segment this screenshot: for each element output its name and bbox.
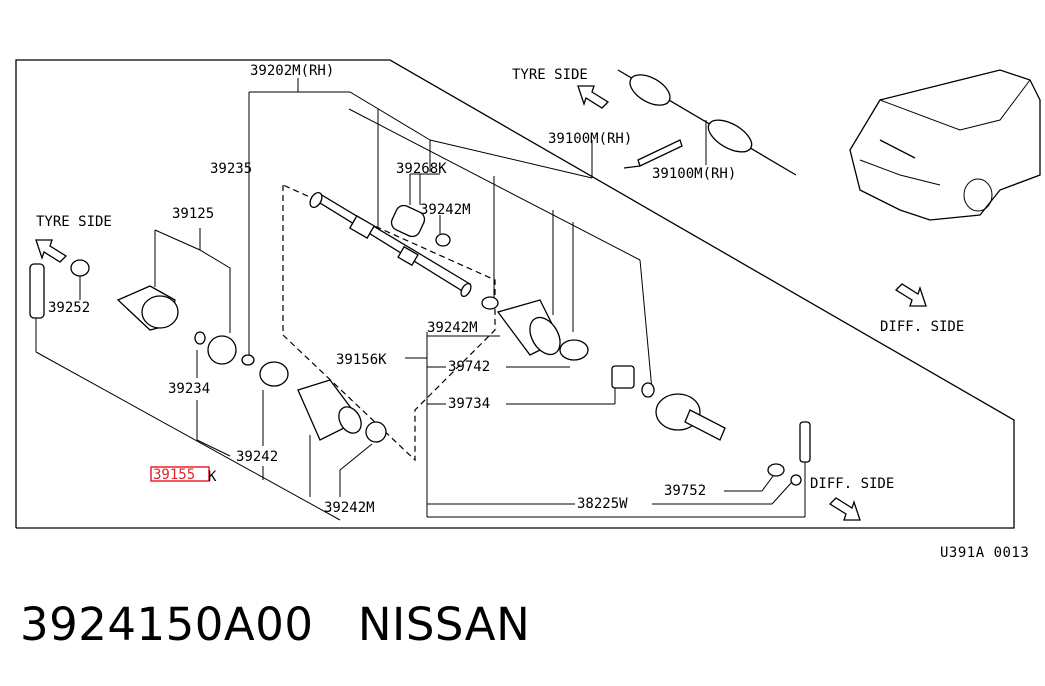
label-39155k-highlight [150,466,210,482]
outer-boot [259,361,387,443]
label-39752: 39752 [664,483,706,499]
label-39242: 39242 [236,449,278,465]
label-39268k: 39268K [396,161,447,177]
inner-boot [481,296,589,361]
label-39242m-a: 39242M [420,202,471,218]
label-39100m-a: 39100M(RH) [548,131,632,147]
label-diff-side-bottom: DIFF. SIDE [810,476,894,492]
tyre-side-arrow-left [35,239,68,263]
label-39100m-b: 39100M(RH) [652,166,736,182]
label-39234: 39234 [168,381,210,397]
label-39252: 39252 [48,300,90,316]
car-illustration [849,69,1041,221]
diagram-reference-code: U391A 0013 [940,545,1030,561]
label-38225w: 38225W [577,496,628,512]
label-39242m-b: 39242M [427,320,478,336]
inner-joint [611,365,811,486]
part-caption: 3924150A00 NISSAN [20,598,530,651]
label-39734: 39734 [448,396,490,412]
drive-shaft [309,191,472,298]
diff-side-arrow-right [894,283,927,307]
diagram-frame [15,59,1015,529]
diff-side-arrow-bottom [828,497,861,521]
label-39155k-number: 39155 [153,467,195,483]
label-39242m-c: 39242M [324,500,375,516]
label-tyre-side-top: TYRE SIDE [512,67,588,83]
label-39156k: 39156K [336,352,387,368]
label-39235: 39235 [210,161,252,177]
label-39125: 39125 [172,206,214,222]
label-39202m: 39202M(RH) [250,63,334,79]
leader-lines [35,78,806,521]
tyre-side-arrow-top [577,85,610,109]
part-number: 3924150A00 [20,598,314,651]
shaft-assembly-top [617,69,797,176]
direction-arrows [35,85,927,521]
label-diff-side-right: DIFF. SIDE [880,319,964,335]
label-39155k-suffix: K [208,469,217,485]
label-39742: 39742 [448,359,490,375]
part-labels: 39202M(RH) 39235 39268K 39242M 39100M(RH… [36,63,964,516]
exploded-parts-diagram: 39202M(RH) 39235 39268K 39242M 39100M(RH… [15,59,1041,529]
brand-name: NISSAN [357,598,531,651]
shaft-direction-arrow [623,139,683,169]
boot-kit-dashed-box [282,184,496,462]
damper-part [390,204,451,247]
outer-joint [29,259,255,366]
label-tyre-side-left: TYRE SIDE [36,214,112,230]
